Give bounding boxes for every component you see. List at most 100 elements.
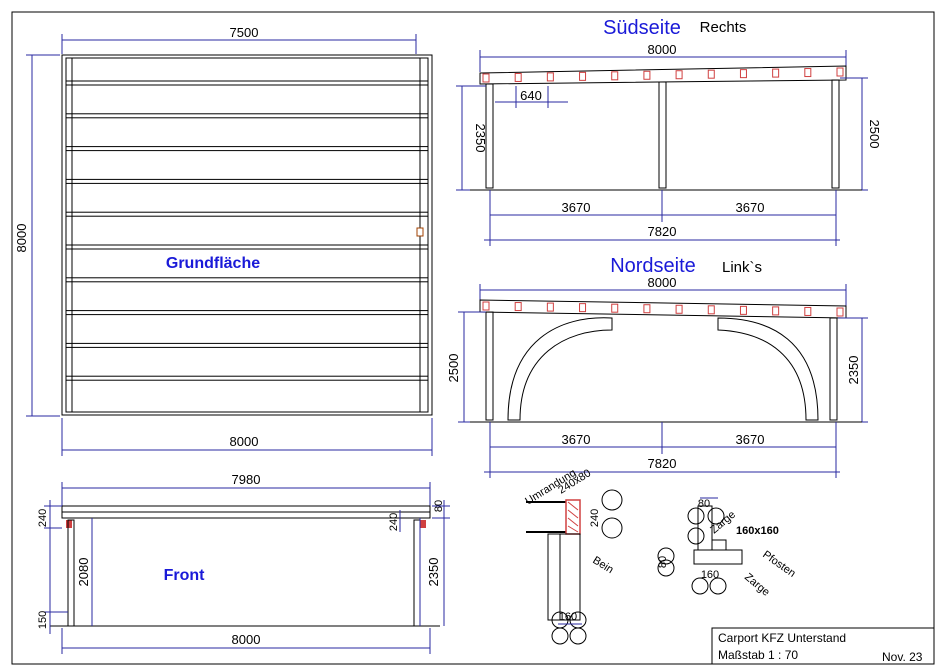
rafter-block [611, 71, 619, 81]
plan-rafter [65, 211, 429, 217]
north-view: Nordseite Link`s 8000 2500 2350 3670 367… [446, 255, 868, 478]
plan-rafter [65, 244, 429, 250]
detail-joint-1: Umrandung 240x80 240 Bein 160 [523, 467, 623, 645]
plan-rafter [65, 375, 429, 381]
rafter-block [579, 71, 587, 81]
south-subtitle: Rechts [700, 19, 747, 36]
drawing-border [11, 11, 935, 665]
rafter-block [836, 67, 844, 77]
north-roof [479, 299, 847, 319]
rafter-block [643, 304, 651, 314]
titleblock-line2: Maßstab 1 : 70 [718, 648, 798, 662]
rafter-block [804, 68, 812, 78]
south-dim-total: 7820 [648, 224, 677, 239]
south-post-left [485, 83, 494, 189]
detail2-label-zarge2: Zarge [742, 571, 772, 599]
rafter-block [546, 72, 554, 82]
south-dim-detail: 640 [520, 88, 542, 103]
north-dim-total: 7820 [648, 456, 677, 471]
south-post-right [831, 79, 840, 189]
detail2-label-post: 160x160 [736, 525, 779, 537]
plan-post-marker [416, 227, 424, 237]
north-dim-right: 2350 [846, 356, 861, 385]
plan-rafter [65, 178, 429, 184]
north-post-right [829, 317, 838, 421]
front-dim-roof: 80 [433, 500, 445, 512]
plan-rafter [65, 277, 429, 283]
plan-rafter [65, 80, 429, 86]
north-title: Nordseite [610, 255, 696, 277]
rafter-block [482, 301, 490, 311]
titleblock-line1: Carport KFZ Unterstand [718, 631, 846, 645]
rafter-block [804, 306, 812, 316]
rafter-block [772, 68, 780, 78]
north-rafters [482, 301, 844, 317]
detail1-dim-height: 240 [589, 509, 601, 527]
rafter-block [675, 304, 683, 314]
rafter-block [836, 307, 844, 317]
front-view: 7980 240 150 2080 240 80 2350 8000 Front [37, 472, 450, 654]
rafter-block [739, 305, 747, 315]
south-dim-left: 2350 [473, 124, 488, 153]
plan-view: 7500 8000 8000 Grundfläche [14, 25, 433, 456]
plan-dim-left: 8000 [14, 224, 29, 253]
front-beam-left [66, 520, 72, 528]
detail-joint-2: 80 Zarge 160x160 Pfosten 80 160 Zarge [657, 497, 798, 599]
north-arch-left [507, 317, 613, 421]
plan-rafter [65, 113, 429, 119]
detail2-dim-80-left: 80 [657, 556, 669, 568]
north-subtitle: Link`s [722, 259, 762, 276]
detail1-label-bein: Bein [590, 554, 615, 576]
north-dim-span2: 3670 [736, 432, 765, 447]
front-dim-base: 150 [37, 611, 49, 629]
north-dim-span1: 3670 [562, 432, 591, 447]
front-dim-beam-left: 240 [37, 509, 49, 527]
north-dim-top: 8000 [648, 275, 677, 290]
south-dim-right: 2500 [867, 120, 882, 149]
south-post-middle [658, 81, 667, 189]
north-arch-right [717, 317, 819, 421]
titleblock-date: Nov. 23 [882, 650, 923, 664]
plan-rafters [65, 58, 429, 412]
north-dim-left: 2500 [446, 354, 461, 383]
north-post-left [485, 311, 494, 421]
rafter-block [579, 303, 587, 313]
plan-rafter [65, 310, 429, 316]
plan-dim-bottom: 8000 [230, 434, 259, 449]
detail1-leg [547, 533, 581, 621]
rafter-block [739, 69, 747, 79]
plan-rafter [65, 342, 429, 348]
plan-inner [65, 57, 429, 413]
title-block: Carport KFZ Unterstand Maßstab 1 : 70 No… [711, 627, 935, 665]
rafter-block [675, 70, 683, 80]
front-dim-bottom: 8000 [232, 632, 261, 647]
front-dim-post-right: 2350 [426, 558, 441, 587]
south-dim-span2: 3670 [736, 200, 765, 215]
rafter-block [482, 73, 490, 83]
south-title: Südseite [603, 17, 681, 39]
detail2-label-pfosten: Pfosten [760, 549, 797, 580]
front-dim-beam-right: 240 [388, 513, 400, 531]
rafter-block [611, 303, 619, 313]
plan-dim-top: 7500 [230, 25, 259, 40]
front-post-left [67, 519, 75, 627]
detail2-dim-80-top: 80 [698, 498, 710, 510]
south-dim-top: 8000 [648, 42, 677, 57]
detail2-dim-160: 160 [701, 569, 719, 581]
front-dim-top: 7980 [232, 472, 261, 487]
south-dim-span1: 3670 [562, 200, 591, 215]
south-view: Südseite Rechts 8000 640 2350 2500 [456, 17, 882, 246]
rafter-block [514, 302, 522, 312]
detail2-zarge-horizontal [693, 549, 743, 565]
rafter-block [546, 302, 554, 312]
rafter-block [643, 70, 651, 80]
front-dim-post-left: 2080 [76, 558, 91, 587]
plan-outline [61, 54, 433, 416]
detail1-dim-width: 160 [559, 611, 577, 623]
rafter-block [514, 72, 522, 82]
front-beam-right [420, 520, 426, 528]
front-post-right [413, 519, 421, 627]
plan-rafter [65, 146, 429, 152]
rafter-block [772, 306, 780, 316]
